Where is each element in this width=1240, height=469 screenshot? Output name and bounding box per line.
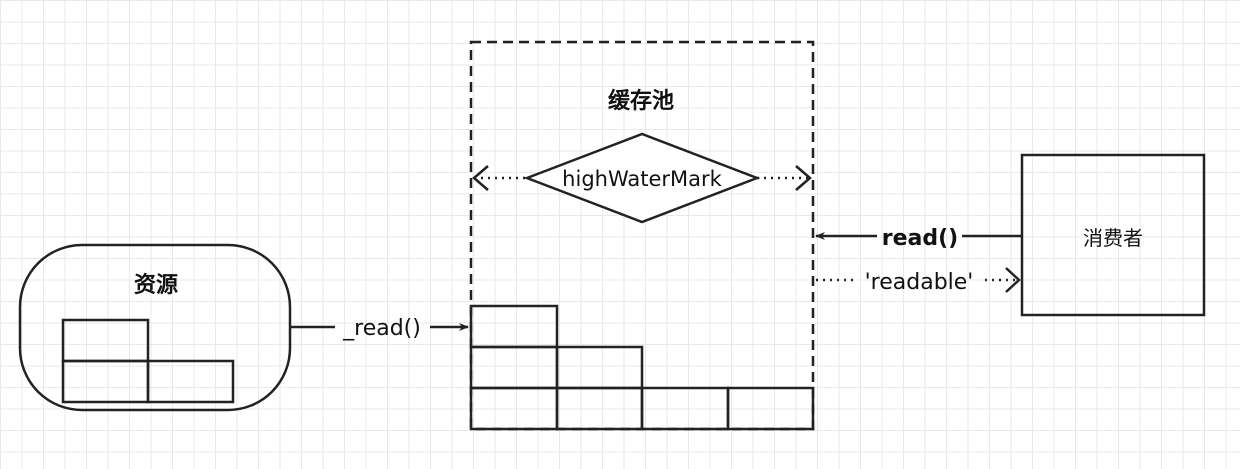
buffer-data-chunks bbox=[469, 304, 815, 431]
buffer-chunk bbox=[469, 386, 559, 431]
buffer-chunk bbox=[555, 345, 644, 390]
diamond-shape bbox=[523, 132, 761, 224]
readable-event-arrowhead bbox=[1005, 267, 1021, 293]
high-water-mark-extent bbox=[472, 165, 812, 191]
readable-event-edge: 'readable' bbox=[816, 267, 1021, 295]
source-chunk bbox=[146, 359, 235, 404]
source-data-chunks bbox=[61, 318, 235, 404]
high-water-mark-right-arrowhead bbox=[795, 165, 812, 191]
high-water-mark-left-arrowhead bbox=[472, 165, 489, 191]
source-capsule bbox=[18, 243, 292, 412]
buffer-pool-label: 缓存池 bbox=[608, 88, 674, 114]
high-water-mark-label: highWaterMark bbox=[562, 167, 722, 191]
read-label: read() bbox=[882, 226, 958, 251]
buffer-chunk bbox=[469, 304, 559, 349]
buffer-pool: 缓存池 highWaterMark bbox=[469, 40, 815, 431]
source-chunk bbox=[61, 359, 150, 404]
buffer-chunk bbox=[640, 386, 730, 431]
internal-read-edge: _read() bbox=[290, 316, 469, 341]
read-edge: read() bbox=[815, 226, 1022, 251]
consumer-box bbox=[1020, 153, 1206, 317]
buffer-chunk bbox=[726, 386, 815, 431]
internal-read-label: _read() bbox=[342, 316, 421, 341]
buffer-chunk bbox=[555, 386, 644, 431]
high-water-mark-diamond: highWaterMark bbox=[523, 132, 761, 224]
source-label: 资源 bbox=[134, 273, 178, 298]
source-chunk bbox=[61, 318, 150, 363]
consumer-node: 消费者 bbox=[1020, 153, 1206, 317]
source-node: 资源 bbox=[18, 243, 292, 412]
readable-event-label: 'readable' bbox=[865, 270, 974, 295]
buffer-chunk bbox=[469, 345, 559, 390]
consumer-label: 消费者 bbox=[1083, 226, 1143, 250]
